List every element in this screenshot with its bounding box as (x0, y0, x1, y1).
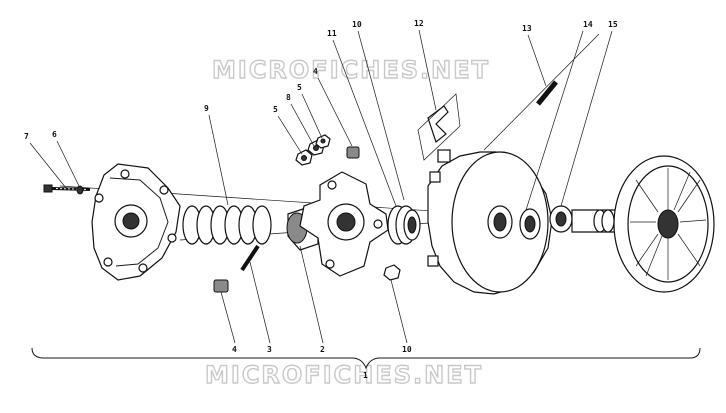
part-moveable-sheave (427, 149, 553, 295)
callout-13: 13 (522, 24, 532, 33)
leader-lines (29, 29, 613, 344)
watermark-top: MICROFICHES.NET (212, 56, 490, 84)
part-button-lower (213, 279, 229, 293)
part-fixed-sheave (613, 155, 715, 293)
callout-10-upper: 10 (352, 20, 362, 29)
part-nut-right (315, 134, 331, 149)
part-button-upper (346, 146, 360, 159)
callout-4-lower: 4 (232, 345, 237, 354)
callout-10-lower: 10 (402, 345, 412, 354)
callout-1: 1 (363, 371, 368, 380)
part-spring (182, 205, 272, 245)
callout-5-right: 5 (297, 83, 302, 92)
callout-4-upper: 4 (313, 67, 318, 76)
part-cover-plate (91, 163, 181, 281)
assembly-bracket (31, 347, 701, 370)
part-thrust-washer (549, 205, 573, 233)
part-pin (240, 244, 260, 272)
callout-15: 15 (608, 20, 618, 29)
callout-7: 7 (24, 132, 29, 141)
callout-6: 6 (52, 130, 57, 139)
part-clip (417, 93, 461, 161)
callout-14: 14 (583, 20, 593, 29)
part-spider (299, 171, 389, 277)
watermark-bottom: MICROFICHES.NET (205, 361, 483, 389)
part-spring-washer (387, 205, 421, 245)
callout-12: 12 (414, 19, 424, 28)
callout-labels: 7 6 9 5 8 5 4 11 10 12 13 14 15 4 3 2 10… (24, 19, 618, 380)
callout-11: 11 (327, 29, 337, 38)
part-bolt (43, 184, 91, 193)
callout-8: 8 (286, 93, 291, 102)
part-roll-pin (536, 80, 558, 106)
part-bushing-ring (519, 208, 541, 240)
callout-2: 2 (320, 345, 325, 354)
part-washer (76, 185, 84, 195)
part-nut-lower (383, 264, 401, 281)
callout-3: 3 (267, 345, 272, 354)
part-nut-left (295, 149, 313, 166)
callout-9: 9 (204, 104, 209, 113)
callout-5-left: 5 (273, 105, 278, 114)
